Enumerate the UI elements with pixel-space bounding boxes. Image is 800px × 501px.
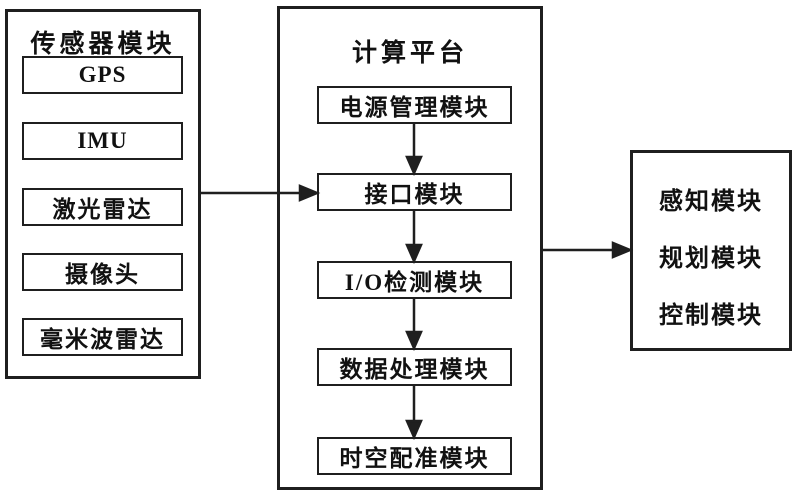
- compute-panel-title: 计算平台: [351, 40, 468, 67]
- node-camera: 摄像头: [22, 253, 183, 291]
- node-mmwave-radar: 毫米波雷达: [22, 318, 183, 356]
- node-data-processing: 数据处理模块: [317, 348, 512, 386]
- compute-panel: 计算平台: [277, 6, 543, 490]
- sensor-panel-title: 传感器模块: [30, 31, 176, 58]
- node-interface: 接口模块: [317, 173, 512, 211]
- output-panel: 感知模块 规划模块 控制模块: [630, 150, 792, 351]
- node-gps: GPS: [22, 56, 183, 94]
- node-spatiotemporal-registration: 时空配准模块: [317, 437, 512, 475]
- node-planning: 规划模块: [659, 246, 763, 272]
- node-io-detection: I/O检测模块: [317, 261, 512, 299]
- arrow-compute-to-output: [543, 241, 634, 259]
- node-perception: 感知模块: [659, 189, 763, 215]
- node-imu: IMU: [22, 122, 183, 160]
- node-lidar: 激光雷达: [22, 188, 183, 226]
- node-control: 控制模块: [659, 303, 763, 329]
- node-power-management: 电源管理模块: [317, 86, 512, 124]
